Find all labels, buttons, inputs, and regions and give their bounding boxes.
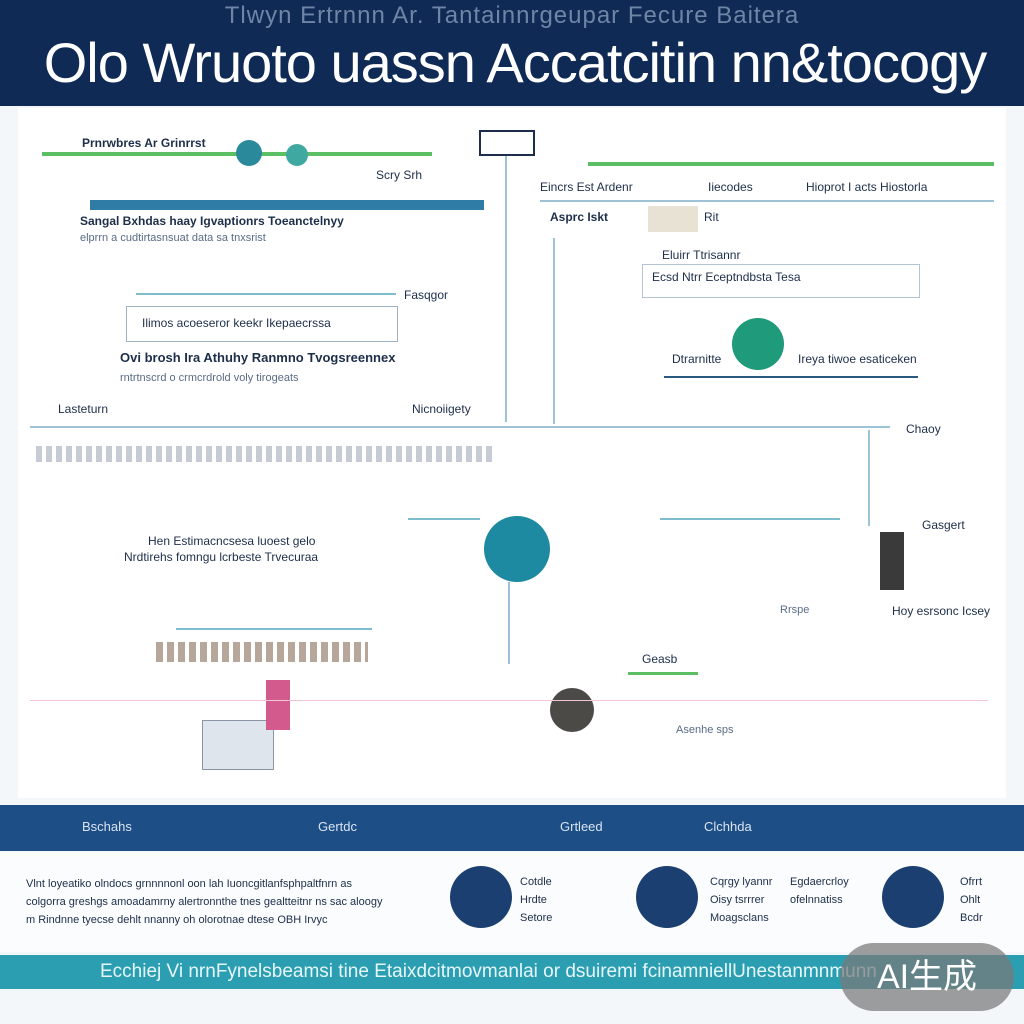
- bottom-circle-2: [636, 866, 698, 928]
- lower-left-text-1: Hen Estimacncsesa luoest gelo: [148, 534, 316, 548]
- page-title: Olo Wruoto uassn Accatcitin nn&tocogy: [43, 31, 987, 94]
- divider-top-right: [540, 200, 994, 202]
- center-horizontal-line: [30, 426, 890, 428]
- blue-arrow-top: [90, 200, 484, 210]
- header-banner: [0, 0, 1024, 106]
- lower-strip: [156, 642, 368, 662]
- card-2-line-1: Cqrgy lyannr: [710, 876, 773, 888]
- bottom-para-1: Vlnt loyeatiko olndocs grnnnnonl oon lah…: [26, 878, 352, 890]
- card-3-line-3: Bcdr: [960, 912, 983, 924]
- card-1-line-1: Cotdle: [520, 876, 552, 888]
- arrow-lower-left: [176, 628, 372, 630]
- device-icon: [648, 206, 698, 232]
- target-icon: [732, 318, 784, 370]
- center-label-right: Chaoy: [906, 422, 941, 436]
- desc-text: elprrn a cudtirtasnsuat data sa tnxsrist: [80, 232, 266, 244]
- bottom-bar-text: Ecchiej Vi nrnFynelsbeamsi tine Etaixdci…: [100, 961, 877, 982]
- mid-left-box: [126, 306, 398, 342]
- label-c: Hioprot I acts Hiostorla: [806, 180, 928, 194]
- mid-box-text: Ilimos acoeseror keekr Ikepaecrssa: [142, 316, 331, 330]
- mid-heading: Ovi brosh Ira Athuhy Ranmno Tvogsreennex: [120, 350, 396, 365]
- center-label-mid: Nicnoiigety: [412, 402, 471, 416]
- lower-left-text-2: Nrdtirehs fomngu lcrbeste Trvecuraa: [124, 550, 319, 564]
- card-2-line-3: Moagsclans: [710, 912, 769, 924]
- footer-label-2: Gertdc: [318, 819, 358, 834]
- connector-vertical-right: [553, 238, 555, 424]
- card-1-line-3: Setore: [520, 912, 553, 924]
- card-2b-line-2: ofelnnatiss: [790, 894, 843, 906]
- label-e: Rit: [704, 210, 719, 224]
- bottom-para-3: m Rindnne tyecse dehlt nnanny oh olorotn…: [26, 914, 328, 926]
- label-d: Asprc Iskt: [550, 210, 609, 224]
- header-subtitle: Tlwyn Ertrnnn Ar. Tantainnrgeupar Fecure…: [224, 2, 800, 29]
- footer-band: Bschahs Gertdc Grtleed Clchhda: [0, 805, 1024, 851]
- geas-label: Geasb: [642, 652, 678, 666]
- card-2-line-2: Oisy tsrrrer: [710, 894, 765, 906]
- card-1-line-2: Hrdte: [520, 894, 547, 906]
- mid-right-label-right: Ireya tiwoe esaticeken: [798, 352, 917, 366]
- lower-divider: [30, 700, 988, 701]
- card-3-line-2: Ohlt: [960, 894, 981, 906]
- footer-label-4: Clchhda: [704, 819, 752, 834]
- globe-icon: [236, 140, 262, 166]
- desc-title: Sangal Bxhdas haay Igvaptionrs Toeanctel…: [80, 214, 344, 228]
- arrow-mid-left: [136, 293, 396, 295]
- lightbulb-icon: [484, 516, 550, 582]
- phone-icon: [880, 532, 904, 590]
- green-label: Prnrwbres Ar Grinrrst: [82, 136, 206, 150]
- green-arrow-right: [588, 162, 994, 166]
- card-2b-line-1: Egdaercrloy: [790, 876, 849, 888]
- mid-right-label-left: Dtrarnitte: [672, 352, 722, 366]
- connector-vertical-far-right: [868, 430, 870, 526]
- footer-label-3: Grtleed: [560, 819, 603, 834]
- lower-right-mid: Rrspe: [780, 604, 810, 616]
- mid-right-row: Ecsd Ntrr Eceptndbsta Tesa: [652, 270, 801, 284]
- bottom-circle-3: [882, 866, 944, 928]
- card-3-line-1: Ofrrt: [960, 876, 982, 888]
- bottom-section: [0, 852, 1024, 952]
- timeline-strip: [36, 446, 496, 462]
- center-label-left: Lasteturn: [58, 402, 109, 416]
- bottom-para-2: colgorra greshgs amoadamrny alertronnthe…: [26, 896, 383, 908]
- lower-right-label-bottom: Hoy esrsonc Icsey: [892, 604, 991, 618]
- label-b: Iiecodes: [708, 180, 753, 194]
- ai-generated-badge: AI生成: [840, 943, 1014, 1011]
- figure-icon: [266, 680, 290, 730]
- lower-right-label-top: Gasgert: [922, 518, 965, 532]
- mid-right-title: Eluirr Ttrisannr: [662, 248, 741, 262]
- person-icon: [550, 688, 594, 732]
- mid-sub: rntrtnscrd o crmcrdrold voly tirogeats: [120, 372, 299, 384]
- arrow-left-lower: [408, 518, 480, 520]
- connector-vertical-center: [505, 150, 507, 422]
- right-label-top: Scry Srh: [376, 168, 423, 182]
- side-label: Fasqgor: [404, 288, 449, 302]
- small-label-1: Asenhe sps: [676, 724, 734, 736]
- green-arrow-lower: [628, 672, 698, 675]
- bottom-circle-1: [450, 866, 512, 928]
- arrow-right-lower: [660, 518, 840, 520]
- footer-label-1: Bschahs: [82, 819, 132, 834]
- gear-icon: [286, 144, 308, 166]
- computer-icon: [202, 720, 274, 770]
- label-a: Eincrs Est Ardenr: [540, 180, 633, 194]
- mid-right-box: [642, 264, 920, 298]
- connector-lower-center: [508, 582, 510, 664]
- arrow-mid-right: [664, 376, 918, 378]
- small-box: [479, 130, 535, 156]
